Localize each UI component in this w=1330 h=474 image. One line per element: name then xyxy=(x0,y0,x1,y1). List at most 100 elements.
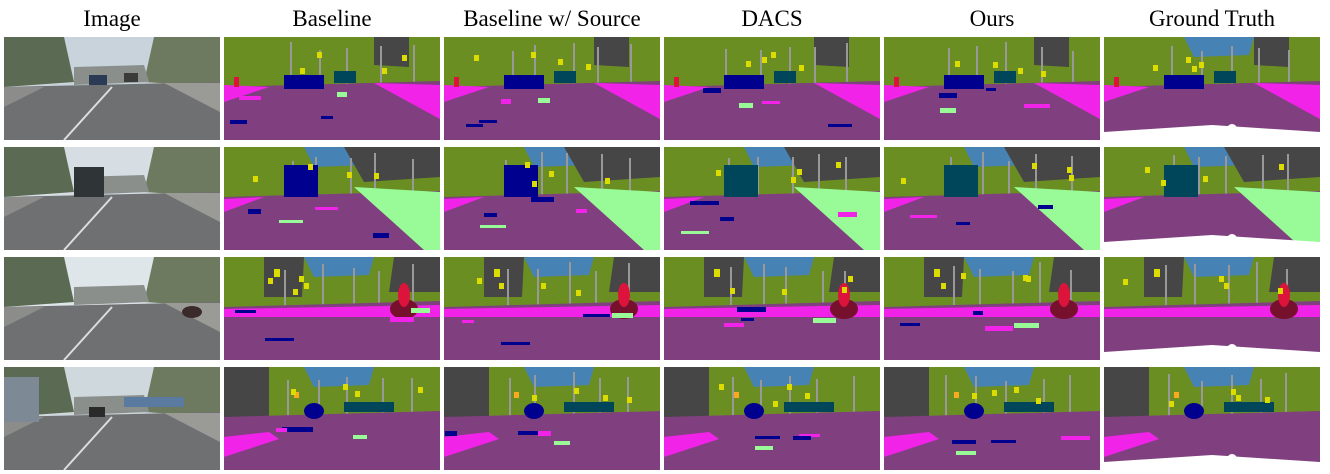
cell-cyclist-crossing-seg-1 xyxy=(224,257,440,360)
seg-void xyxy=(1227,344,1237,354)
seg-traffic-sign xyxy=(1067,167,1072,173)
seg-traffic-sign xyxy=(525,162,530,168)
seg-car xyxy=(524,403,544,419)
seg-pole xyxy=(411,378,413,423)
seg-pole xyxy=(725,49,727,94)
seg-traffic-sign xyxy=(955,61,960,67)
segmentation-map xyxy=(664,147,880,250)
seg-pole xyxy=(599,378,601,423)
seg-terrain xyxy=(1014,187,1100,250)
seg-noise xyxy=(501,342,530,345)
segmentation-map xyxy=(444,367,660,470)
seg-road xyxy=(224,411,440,470)
cell-bus-road-seg-4 xyxy=(884,147,1100,250)
seg-pole xyxy=(566,153,568,198)
seg-noise xyxy=(739,103,753,108)
seg-building xyxy=(1004,147,1100,182)
seg-traffic-sign xyxy=(992,390,997,396)
seg-bus xyxy=(564,402,614,412)
seg-traffic-sign xyxy=(714,269,720,277)
seg-noise xyxy=(612,313,633,318)
seg-noise xyxy=(576,209,587,213)
seg-traffic-sign xyxy=(1231,389,1236,395)
seg-building xyxy=(1269,257,1320,292)
seg-pole xyxy=(976,46,978,91)
photo-trees-right xyxy=(144,257,220,307)
seg-pole xyxy=(573,43,575,88)
seg-pole xyxy=(1231,375,1233,420)
seg-traffic-sign xyxy=(972,393,977,399)
seg-traffic-sign xyxy=(993,62,998,68)
seg-pole xyxy=(378,271,380,316)
seg-noise xyxy=(838,212,857,217)
seg-traffic-sign xyxy=(1236,395,1241,401)
seg-bus xyxy=(1164,165,1198,197)
seg-car xyxy=(504,75,544,89)
seg-pole xyxy=(1194,264,1196,309)
seg-sidewalk xyxy=(814,83,880,119)
seg-noise xyxy=(265,338,294,341)
seg-noise xyxy=(952,440,976,444)
seg-void xyxy=(1104,235,1320,250)
segmentation-map xyxy=(1104,147,1320,250)
seg-traffic-sign xyxy=(901,178,906,184)
seg-pole xyxy=(1070,270,1072,315)
seg-building xyxy=(829,257,880,292)
seg-car xyxy=(944,75,984,89)
seg-pole xyxy=(512,51,514,96)
seg-noise xyxy=(353,435,367,439)
seg-pole xyxy=(760,50,762,95)
seg-person xyxy=(1278,283,1290,307)
seg-terrain xyxy=(354,187,440,250)
seg-pole xyxy=(1039,262,1041,307)
photo-road xyxy=(4,192,220,250)
seg-traffic-sign xyxy=(253,176,258,182)
cell-bus-stop-street-gt-5 xyxy=(1104,367,1320,470)
photo-sidewalk-right xyxy=(164,193,220,222)
seg-traffic-sign xyxy=(1278,288,1283,294)
seg-noise xyxy=(724,323,744,327)
seg-noise xyxy=(518,431,543,435)
seg-person xyxy=(234,77,239,87)
seg-traffic-sign xyxy=(746,61,751,67)
seg-pole xyxy=(1225,156,1227,201)
seg-bus xyxy=(784,402,834,412)
seg-pole xyxy=(534,45,536,90)
cell-street-cars-seg-2 xyxy=(444,37,660,140)
seg-traffic-sign xyxy=(799,65,804,71)
seg-building xyxy=(814,37,849,67)
seg-traffic-sign xyxy=(494,269,500,277)
segmentation-map xyxy=(224,257,440,360)
seg-sidewalk xyxy=(664,85,709,102)
seg-pole xyxy=(732,377,734,422)
seg-traffic-sign xyxy=(268,278,273,284)
seg-noise xyxy=(939,93,957,98)
column-header-ground-truth: Ground Truth xyxy=(1149,6,1275,31)
seg-sidewalk xyxy=(444,85,489,102)
photo-sidewalk-left xyxy=(4,197,44,217)
photo-road xyxy=(4,302,220,360)
seg-traffic-sign xyxy=(347,172,352,178)
seg-pole xyxy=(1008,161,1010,206)
seg-noise xyxy=(900,323,920,326)
seg-traffic-sign xyxy=(605,178,610,184)
seg-pole xyxy=(350,158,352,203)
seg-traffic-sign xyxy=(836,162,841,168)
photo-sidewalk-left xyxy=(4,87,44,107)
segmentation-map xyxy=(444,37,660,140)
seg-traffic-sign xyxy=(1203,176,1208,182)
seg-sidewalk xyxy=(1104,197,1144,212)
photo-sidewalk-right xyxy=(164,83,220,112)
seg-traffic-sign xyxy=(304,283,309,289)
seg-traffic-sign xyxy=(1186,57,1191,63)
seg-pole xyxy=(1231,46,1233,91)
seg-pole xyxy=(382,378,384,423)
seg-pole xyxy=(1165,265,1167,310)
seg-traffic-sign xyxy=(773,401,778,407)
seg-sidewalk xyxy=(374,83,440,119)
seg-building xyxy=(609,257,660,292)
seg-traffic-sign xyxy=(549,171,554,177)
seg-sky xyxy=(964,367,1034,387)
seg-car xyxy=(1184,403,1204,419)
seg-pole xyxy=(816,379,818,424)
